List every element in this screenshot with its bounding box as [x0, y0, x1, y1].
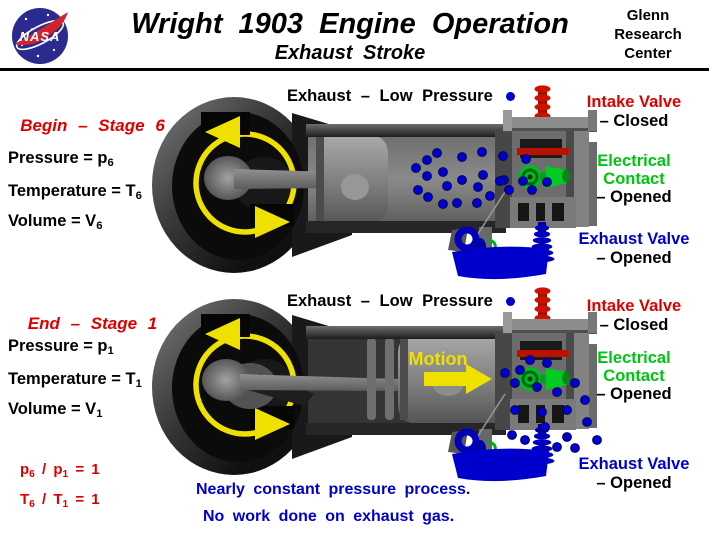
- begin-exhaust-valve-label: Exhaust Valve: [578, 230, 690, 248]
- piston: [316, 134, 388, 224]
- process-note-2: No work done on exhaust gas.: [203, 508, 455, 525]
- crank-and-rod: [204, 156, 336, 200]
- motion-label: Motion: [409, 349, 468, 369]
- end-volume-line: Volume = V1: [8, 400, 103, 421]
- begin-exhaust-pressure-label: Exhaust – Low Pressure: [287, 87, 515, 106]
- nasa-logo-orbit: [15, 19, 65, 51]
- engine-illustration-end: Motion: [152, 287, 602, 482]
- exhaust-manifold: [452, 448, 549, 482]
- org-name: Glenn Research Center: [598, 6, 698, 63]
- header-divider: [0, 68, 709, 71]
- rocker-ring: [454, 428, 480, 454]
- org-line: Center: [624, 45, 672, 62]
- end-exhaust-pressure-label: Exhaust – Low Pressure: [287, 292, 515, 311]
- rotation-arrow-bottom: [255, 206, 290, 238]
- rotation-arrow-bottom: [255, 408, 290, 440]
- end-electrical-state: – Opened: [596, 385, 672, 403]
- begin-electrical-label-1: Electrical: [597, 152, 671, 170]
- exhaust-gas-molecules: [411, 147, 552, 209]
- gas-molecule-dot: [505, 297, 515, 307]
- page-subtitle: Exhaust Stroke: [274, 42, 426, 64]
- begin-pressure-line: Pressure = p6: [8, 149, 114, 170]
- gas-molecule-dot: [505, 92, 515, 102]
- end-intake-valve-state: – Closed: [599, 316, 669, 334]
- pressure-ratio-equation: p6 / p1 = 1: [20, 461, 100, 480]
- end-electrical-label-2: Contact: [603, 367, 665, 385]
- nasa-logo-swoosh: [15, 12, 68, 46]
- begin-temperature-line: Temperature = T6: [8, 182, 142, 203]
- begin-intake-valve-label: Intake Valve: [586, 93, 682, 111]
- cylinder-wall-top: [306, 124, 506, 137]
- stage-end-label: End – Stage 1: [27, 314, 158, 333]
- motion-arrow: [424, 364, 492, 394]
- exhaust-manifold: [452, 246, 549, 280]
- end-electrical-label-1: Electrical: [597, 349, 671, 367]
- end-exhaust-valve-state: – Opened: [596, 474, 672, 492]
- end-pressure-line: Pressure = p1: [8, 337, 114, 358]
- valve-assembly: [448, 287, 597, 482]
- motion-indicator: Motion: [409, 349, 492, 394]
- crank-and-rod: [202, 359, 400, 409]
- begin-electrical-label-2: Contact: [603, 170, 665, 188]
- begin-intake-valve-state: – Closed: [599, 112, 669, 130]
- rotation-arrow-top: [205, 318, 240, 350]
- nasa-logo: NASA: [8, 5, 72, 67]
- temperature-ratio-equation: T6 / T1 = 1: [20, 491, 100, 510]
- process-note-1: Nearly constant pressure process.: [196, 481, 471, 498]
- begin-exhaust-valve-state: – Opened: [596, 249, 672, 267]
- begin-electrical-state: – Opened: [596, 188, 672, 206]
- exhaust-gas-molecules: [500, 355, 602, 453]
- valve-assembly: [448, 85, 597, 280]
- stage-begin-label: Begin – Stage 6: [20, 116, 165, 135]
- page-title: Wright 1903 Engine Operation: [131, 8, 569, 40]
- org-line: Glenn: [626, 7, 670, 24]
- end-temperature-line: Temperature = T1: [8, 370, 142, 391]
- org-line: Research: [614, 26, 682, 43]
- end-intake-valve-label: Intake Valve: [586, 297, 682, 315]
- cylinder-wall-top: [306, 326, 506, 339]
- end-exhaust-valve-label: Exhaust Valve: [578, 455, 690, 473]
- begin-volume-line: Volume = V6: [8, 212, 103, 233]
- nasa-logo-text: NASA: [20, 29, 61, 44]
- engine-illustration-begin: [152, 85, 597, 280]
- rotation-arrow-top: [205, 116, 240, 148]
- rocker-ring: [454, 226, 480, 252]
